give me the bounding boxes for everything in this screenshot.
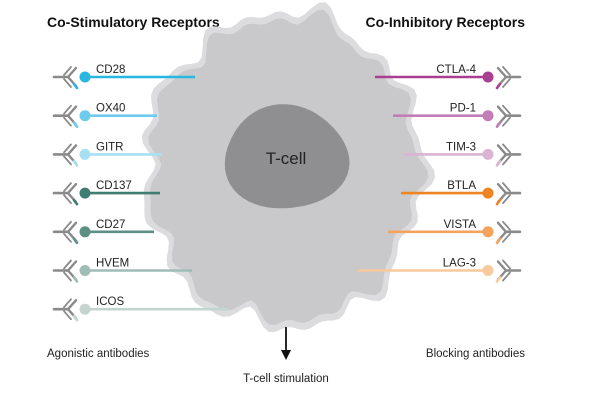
antibody-icon bbox=[495, 220, 522, 245]
t-cell-nucleus bbox=[224, 104, 350, 209]
antibody-icon bbox=[495, 143, 522, 167]
receptor-dot-hvem bbox=[79, 265, 91, 276]
receptor-label-cd27: CD27 bbox=[96, 219, 125, 231]
receptor-dot-vista bbox=[482, 226, 494, 238]
arrow-down-icon bbox=[281, 327, 291, 360]
blocking-antibodies-caption: Blocking antibodies bbox=[426, 348, 525, 360]
antibody-icon bbox=[495, 182, 522, 206]
receptor-pd-1: PD-1 bbox=[393, 103, 522, 128]
receptor-label-ox40: OX40 bbox=[96, 103, 125, 115]
receptor-label-lag-3: LAG-3 bbox=[443, 258, 476, 270]
antibody-icon bbox=[52, 66, 79, 90]
receptor-label-tim-3: TIM-3 bbox=[446, 141, 476, 153]
receptor-vista: VISTA bbox=[388, 219, 522, 245]
receptor-tim-3: TIM-3 bbox=[404, 141, 522, 167]
receptor-hvem: HVEM bbox=[52, 258, 192, 283]
receptor-label-cd28: CD28 bbox=[96, 64, 125, 76]
receptor-label-ctla-4: CTLA-4 bbox=[436, 64, 476, 76]
antibody-icon bbox=[52, 259, 79, 283]
receptor-lag-3: LAG-3 bbox=[358, 258, 522, 283]
co-inhibitory-title: Co-Inhibitory Receptors bbox=[366, 14, 526, 30]
t-cell: T-cell bbox=[141, 2, 436, 332]
t-cell-label: T-cell bbox=[266, 149, 307, 168]
receptor-dot-ox40 bbox=[79, 110, 91, 122]
receptor-dot-pd-1 bbox=[482, 110, 494, 122]
receptor-dot-cd28 bbox=[79, 71, 91, 83]
antibody-icon bbox=[52, 220, 79, 245]
antibody-icon bbox=[495, 259, 522, 283]
t-cell-stimulation-caption: T-cell stimulation bbox=[243, 373, 329, 385]
antibody-icon bbox=[52, 298, 79, 322]
receptor-dot-cd27 bbox=[79, 226, 91, 238]
receptor-label-cd137: CD137 bbox=[96, 180, 132, 192]
receptor-label-hvem: HVEM bbox=[96, 258, 129, 270]
receptor-icos: ICOS bbox=[52, 296, 228, 322]
antibody-icon bbox=[495, 104, 522, 128]
receptor-ctla-4: CTLA-4 bbox=[375, 64, 522, 90]
receptor-dot-gitr bbox=[79, 148, 91, 160]
agonistic-antibodies-caption: Agonistic antibodies bbox=[47, 348, 150, 360]
receptor-dot-ctla-4 bbox=[482, 71, 494, 83]
receptor-label-btla: BTLA bbox=[447, 180, 476, 192]
receptor-dot-lag-3 bbox=[482, 265, 494, 276]
receptor-dot-btla bbox=[482, 187, 494, 199]
co-stimulatory-title: Co-Stimulatory Receptors bbox=[47, 14, 220, 30]
receptor-dot-cd137 bbox=[79, 187, 91, 199]
receptor-cd28: CD28 bbox=[52, 64, 195, 90]
receptor-label-icos: ICOS bbox=[96, 296, 124, 308]
receptor-label-gitr: GITR bbox=[96, 141, 123, 153]
receptor-ox40: OX40 bbox=[52, 103, 157, 128]
antibody-icon bbox=[52, 182, 79, 206]
antibody-icon bbox=[52, 143, 79, 167]
receptor-btla: BTLA bbox=[401, 180, 522, 206]
receptor-dot-icos bbox=[79, 303, 91, 315]
antibody-icon bbox=[495, 66, 522, 90]
receptor-dot-tim-3 bbox=[482, 148, 494, 160]
receptor-cd137: CD137 bbox=[52, 180, 160, 206]
receptor-cd27: CD27 bbox=[52, 219, 154, 245]
antibody-icon bbox=[52, 104, 79, 128]
receptor-label-vista: VISTA bbox=[444, 219, 477, 231]
receptor-gitr: GITR bbox=[52, 141, 162, 167]
receptor-label-pd-1: PD-1 bbox=[450, 103, 476, 115]
